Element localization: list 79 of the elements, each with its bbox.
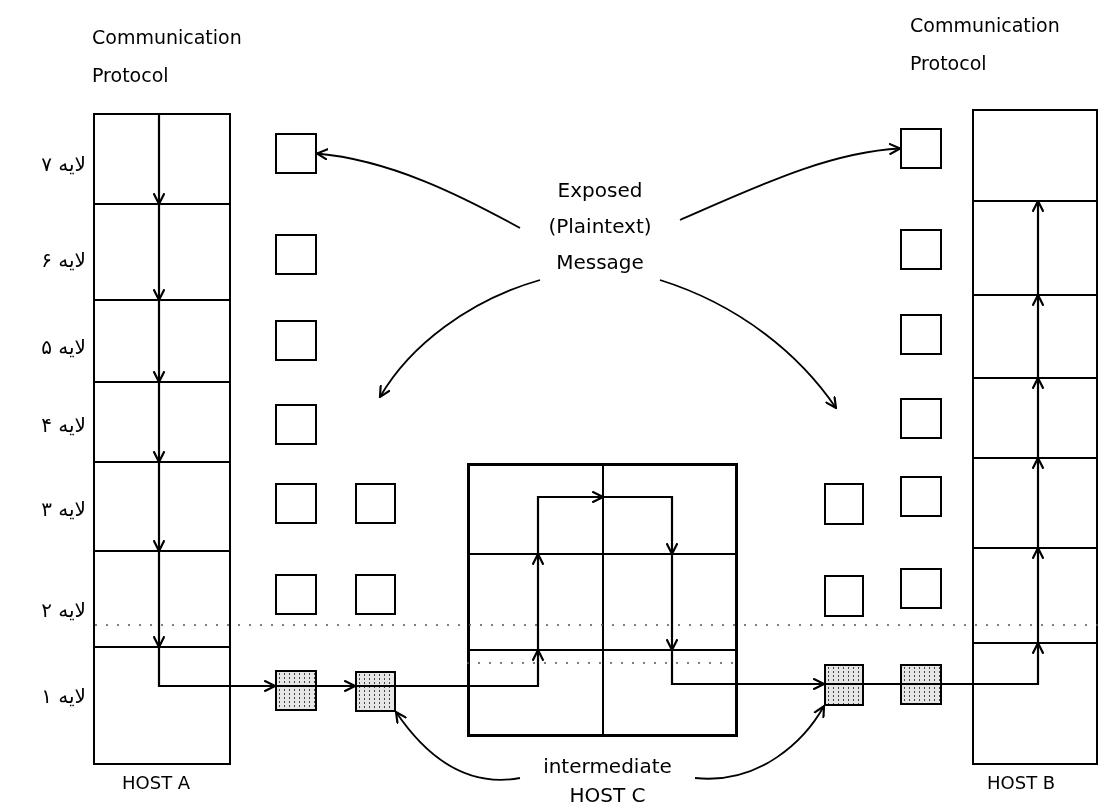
layer-cell — [971, 547, 1098, 643]
layer-square — [355, 483, 396, 524]
arrow — [1031, 546, 1045, 643]
layer-square — [275, 234, 317, 275]
arrow — [152, 551, 166, 649]
layer-label: لایه ۲ — [41, 597, 86, 624]
layer-square — [275, 404, 317, 445]
arrow — [1031, 456, 1045, 548]
shaded-square — [275, 670, 317, 711]
layer-cell — [971, 294, 1098, 378]
arrow — [665, 554, 679, 652]
arrow — [603, 495, 679, 556]
layer-cell — [971, 377, 1098, 458]
layer-square — [900, 398, 942, 439]
curved-arrow — [315, 148, 521, 229]
arrow — [152, 113, 166, 206]
layer-label: لایه ۷ — [41, 151, 86, 178]
layer-cell — [467, 650, 603, 737]
shaded-square — [824, 664, 864, 706]
layer-square — [355, 574, 396, 615]
layer-square — [275, 320, 317, 361]
layer-label: لایه ۳ — [41, 496, 86, 523]
message-label: Exposed (Plaintext) Message — [520, 172, 680, 280]
arrow — [152, 204, 166, 302]
layer-square — [900, 314, 942, 355]
layer-cell — [971, 457, 1098, 548]
shaded-square — [355, 671, 396, 712]
layer-cell — [467, 554, 603, 650]
arrow — [670, 650, 826, 691]
arrow — [531, 552, 545, 650]
host-label: HOST A — [122, 771, 191, 795]
layer-cell — [92, 550, 231, 647]
layer-cell — [92, 299, 231, 382]
layer-square — [824, 483, 864, 525]
layer-cell — [603, 463, 738, 554]
connector-line — [355, 684, 467, 688]
layer-cell — [971, 200, 1098, 295]
arrow — [152, 300, 166, 384]
arrow — [467, 648, 545, 688]
layer-cell — [603, 554, 738, 650]
curved-arrow — [679, 142, 902, 221]
layer-square — [900, 229, 942, 270]
curved-arrow — [378, 279, 541, 399]
curved-arrow — [394, 710, 521, 781]
layer-square — [900, 128, 942, 169]
layer-cell — [92, 461, 231, 551]
host-label: HOST B — [987, 771, 1056, 795]
curved-arrow — [694, 704, 826, 780]
protocol-heading: Communication Protocol — [910, 13, 1061, 76]
arrow — [1031, 293, 1045, 378]
layer-square — [275, 574, 317, 615]
layer-label: لایه ۵ — [41, 334, 86, 361]
layer-cell — [603, 650, 738, 737]
layer-square — [900, 476, 942, 517]
layer-cell — [92, 203, 231, 300]
protocol-heading: Communication Protocol — [92, 25, 242, 88]
shaded-square — [900, 664, 942, 705]
arrow — [1031, 199, 1045, 295]
arrow — [157, 647, 277, 693]
layer-square — [900, 568, 942, 609]
layer-cell — [467, 463, 603, 554]
connector-line — [900, 682, 972, 686]
arrow — [152, 462, 166, 553]
layer-label: لایه ۴ — [41, 412, 86, 439]
arrow — [972, 641, 1045, 686]
curved-arrow — [659, 279, 838, 410]
layer-square — [275, 483, 317, 524]
layer-cell — [92, 381, 231, 462]
arrow — [1031, 376, 1045, 458]
arrow — [536, 490, 605, 554]
layer-square — [275, 133, 317, 174]
arrow — [152, 382, 166, 464]
layer-label: لایه ۶ — [41, 247, 86, 274]
host-box — [467, 463, 738, 737]
arrow — [275, 679, 357, 693]
layer-label: لایه ۱ — [41, 683, 86, 710]
connector-line — [824, 682, 900, 686]
host-label: intermediate HOST C — [520, 752, 695, 810]
layer-square — [824, 575, 864, 617]
